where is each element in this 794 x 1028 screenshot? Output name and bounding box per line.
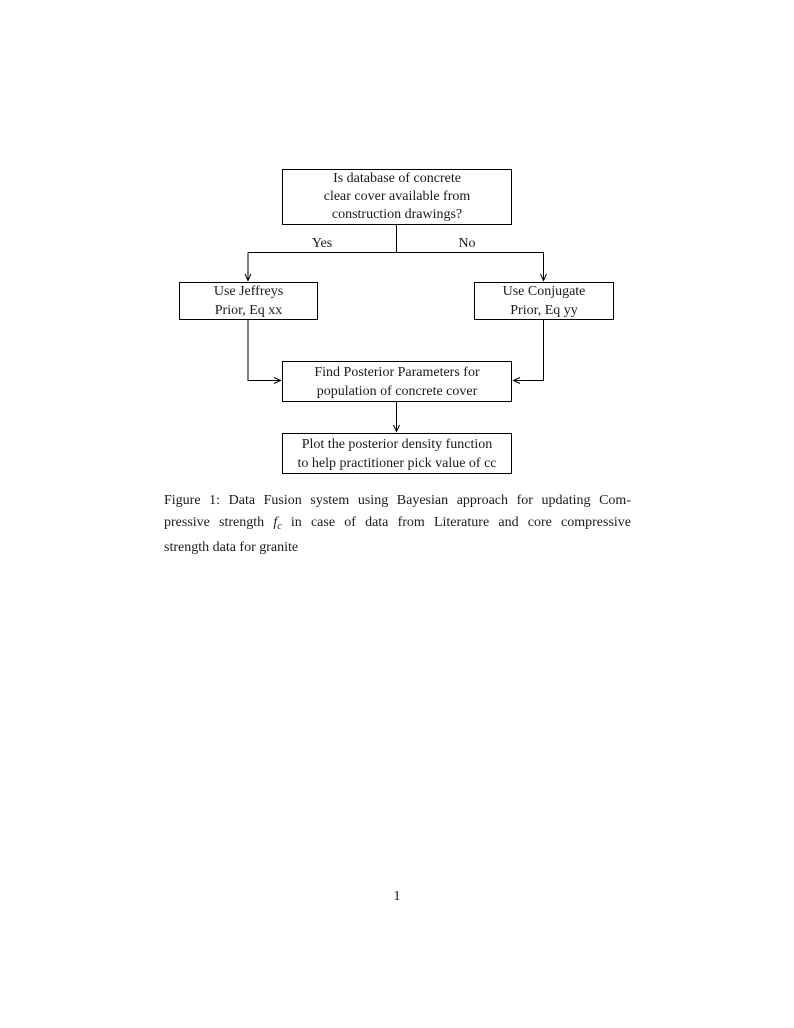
figure-caption: Figure 1: Data Fusion system using Bayes…: [164, 490, 631, 559]
node-conjugate-line-2: Prior, Eq yy: [510, 303, 578, 318]
flowchart-node-conjugate-prior: Use Conjugate Prior, Eq yy: [474, 282, 614, 320]
flowchart-node-jeffreys-prior: Use Jeffreys Prior, Eq xx: [179, 282, 318, 320]
flowchart-node-find-posterior: Find Posterior Parameters for population…: [282, 361, 512, 402]
figure-caption-line-2: pressive strength fc in case of data fro…: [164, 512, 631, 538]
edge-label-no: No: [458, 236, 476, 251]
caption-text-pre: pressive strength: [164, 514, 265, 530]
caption-math-fc: fc: [273, 514, 282, 532]
node-plot-line-1: Plot the posterior density function: [301, 436, 493, 452]
node-decision-line-1: Is database of concrete: [333, 170, 461, 186]
caption-math-subscript-c: c: [277, 520, 282, 532]
node-decision-line-3: construction drawings?: [331, 207, 463, 223]
flowchart-node-decision: Is database of concrete clear cover avai…: [282, 169, 512, 225]
caption-text-post: in case of data from Literature and core…: [290, 514, 631, 530]
figure-caption-line-1: Figure 1: Data Fusion system using Bayes…: [164, 493, 631, 508]
node-plot-line-2: to help practitioner pick value of cc: [297, 455, 497, 471]
edge-label-yes: Yes: [311, 236, 333, 251]
connector-decision-split: [248, 225, 544, 253]
page-number: 1: [393, 889, 401, 904]
connector-jeffreys-posterior: [247, 320, 281, 381]
node-posterior-line-1: Find Posterior Parameters for: [314, 364, 480, 380]
node-jeffreys-line-1: Use Jeffreys: [213, 284, 284, 299]
node-posterior-line-2: population of concrete cover: [316, 383, 478, 399]
node-jeffreys-line-2: Prior, Eq xx: [214, 303, 283, 318]
node-conjugate-line-1: Use Conjugate: [502, 284, 586, 299]
figure-caption-line-3: strength data for granite: [164, 540, 299, 556]
node-decision-line-2: clear cover available from: [323, 188, 471, 204]
connector-conjugate-posterior: [514, 320, 544, 381]
caption-math-f: f: [273, 514, 278, 530]
flowchart-node-plot-density: Plot the posterior density function to h…: [282, 433, 512, 474]
